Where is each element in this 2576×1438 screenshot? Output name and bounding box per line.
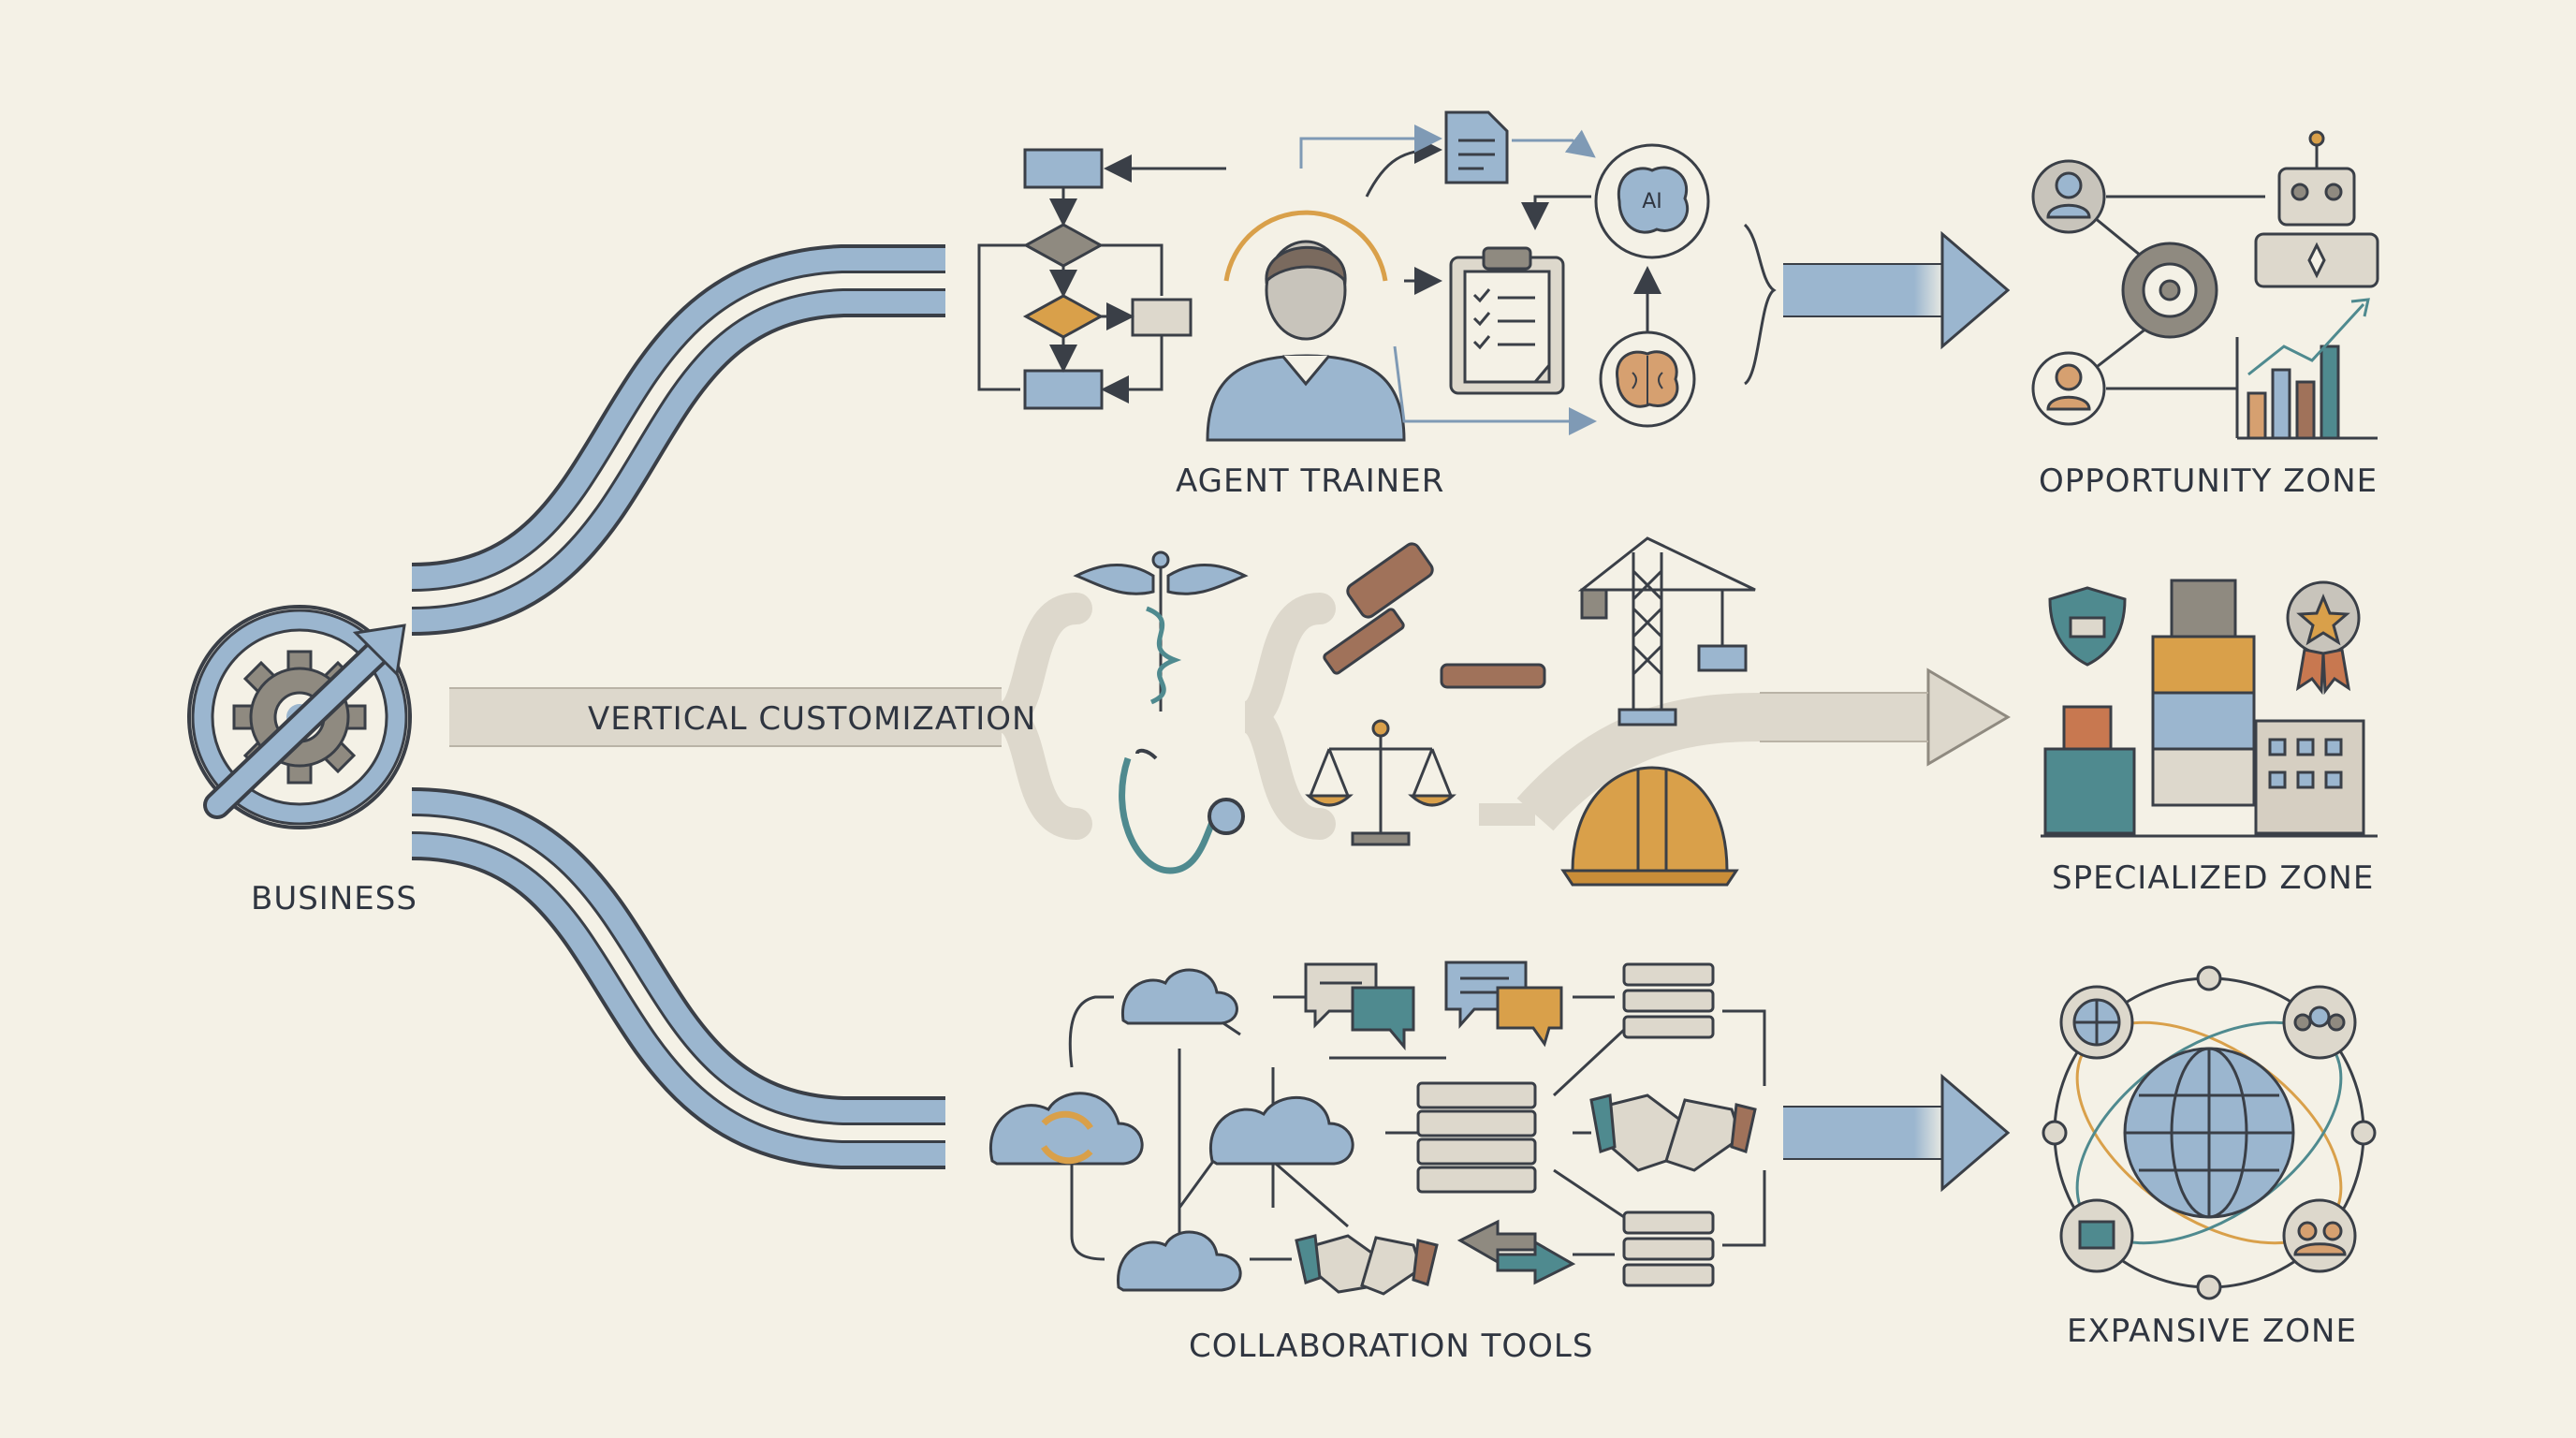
agent-trainer-label: AGENT TRAINER: [1176, 462, 1445, 500]
handshake-icon: [1295, 1093, 1757, 1296]
opportunity-zone-icon: [2031, 130, 2379, 440]
top-arrow: [1783, 230, 2011, 350]
specialized-zone-icon: [2041, 579, 2378, 838]
business-emblem: [187, 605, 412, 829]
ai-badge-text: AI: [1642, 190, 1662, 213]
scales-icon: [1305, 719, 1456, 846]
business-label: BUSINESS: [251, 880, 417, 917]
document-icon: [1444, 110, 1509, 184]
clipboard-icon: [1449, 246, 1565, 395]
bottom-arrow: [1783, 1073, 2011, 1193]
bottom-road: [411, 787, 945, 1169]
expansive-zone-label: EXPANSIVE ZONE: [2067, 1313, 2357, 1350]
collaboration-tools-label: COLLABORATION TOOLS: [1189, 1328, 1594, 1365]
flowchart-icon: [977, 148, 1226, 410]
vertical-customization-label: VERTICAL CUSTOMIZATION: [588, 700, 1037, 738]
caduceus-icon: [1073, 550, 1249, 712]
exchange-arrows-icon: [1456, 1219, 1576, 1285]
brain-icon: [1599, 330, 1696, 428]
crane-icon: [1577, 536, 1756, 726]
server-icon: [1416, 962, 1715, 1287]
expansive-zone-icon: [2042, 965, 2377, 1300]
sync-icon: [1041, 1110, 1093, 1165]
cloud-icon: [989, 968, 1354, 1292]
stethoscope-icon: [1119, 748, 1245, 874]
trainer-person-icon: [1206, 210, 1406, 442]
ai-brain-icon: AI: [1594, 143, 1710, 259]
hardhat-icon: [1560, 766, 1739, 887]
chat-bubbles-icon: [1304, 961, 1563, 1051]
opportunity-zone-label: OPPORTUNITY ZONE: [2039, 462, 2378, 500]
specialized-zone-label: SPECIALIZED ZONE: [2052, 859, 2375, 897]
gavel-icon: [1323, 542, 1546, 689]
middle-band: [449, 593, 2011, 840]
top-road: [411, 244, 945, 636]
